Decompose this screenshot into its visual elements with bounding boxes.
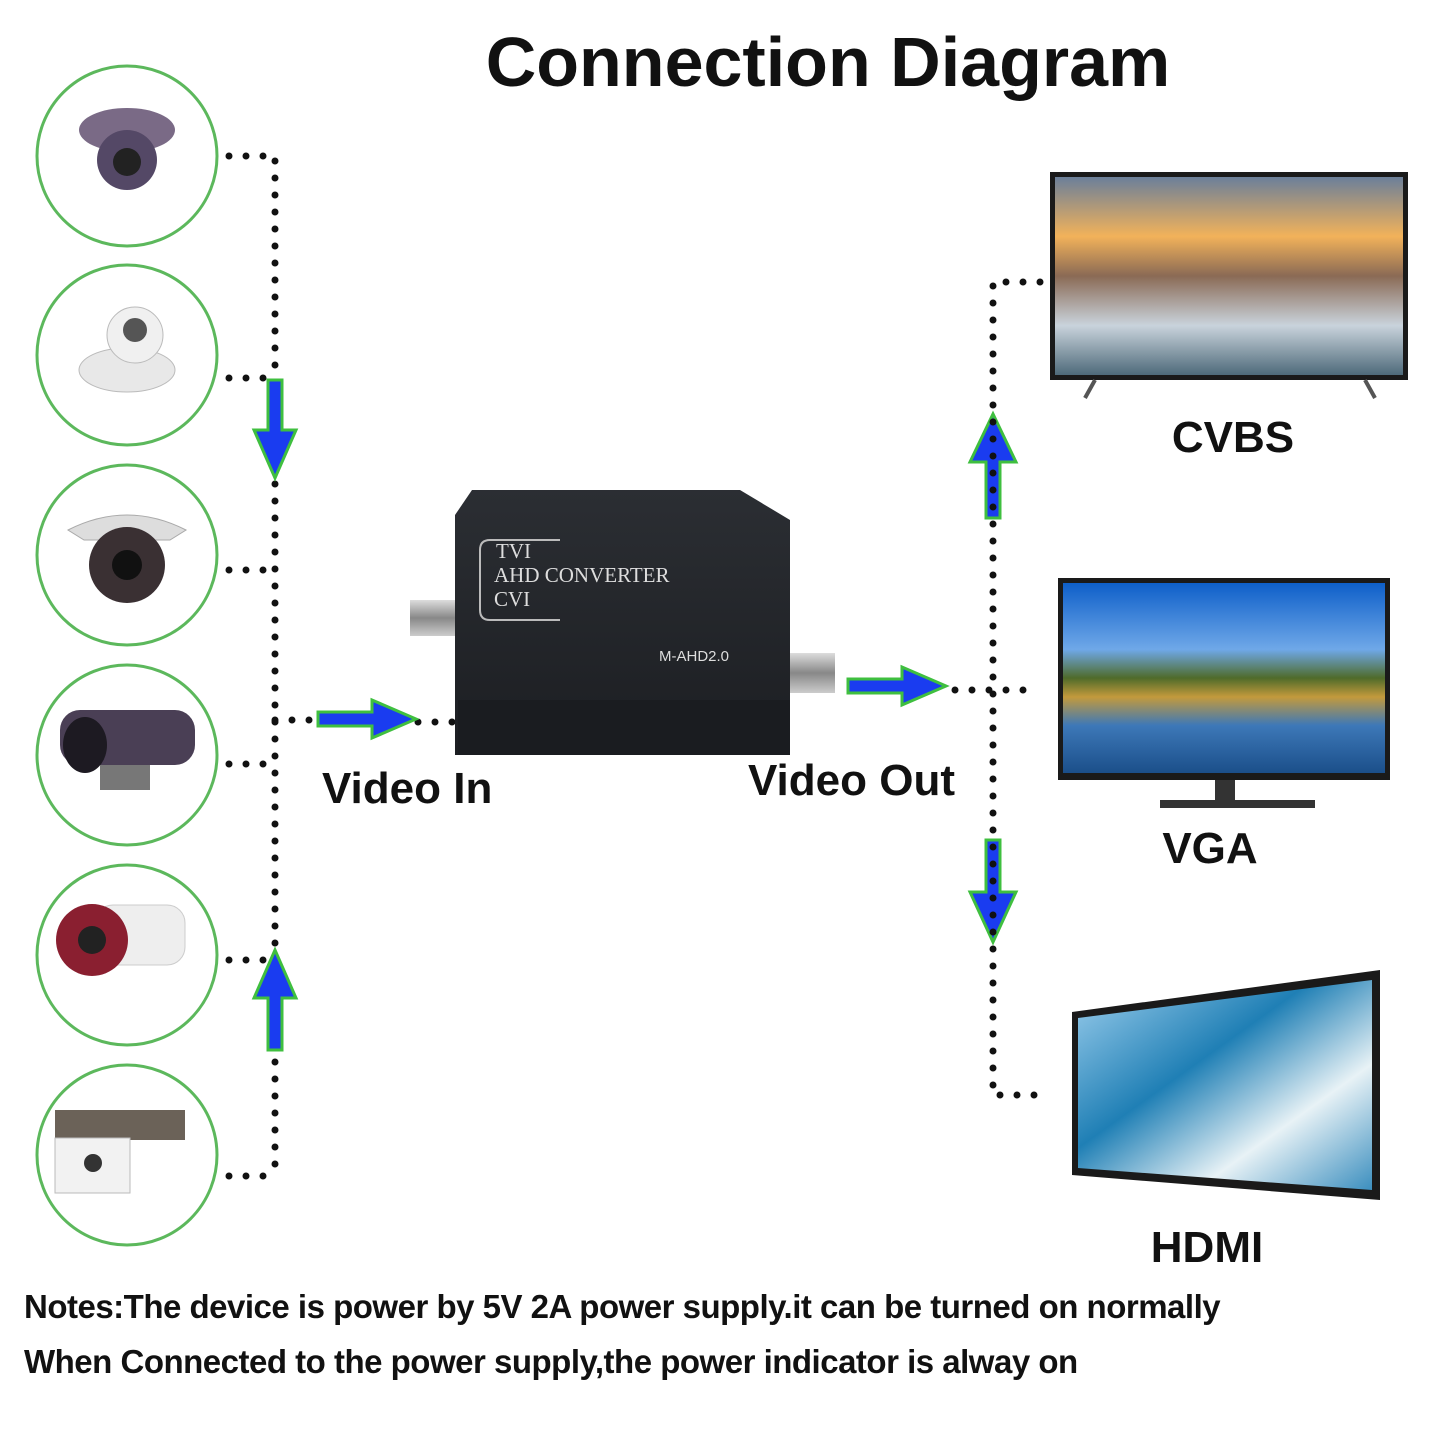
notes-line-2: When Connected to the power supply,the p…	[24, 1343, 1078, 1380]
tv-cvbs: CVBS	[1050, 172, 1408, 462]
video-out-label: Video Out	[748, 756, 955, 805]
arrow-right-icon	[316, 697, 420, 741]
input-wiring	[225, 152, 459, 1180]
arrow-down-icon	[251, 378, 299, 482]
device-label-converter: AHD CONVERTER	[494, 563, 670, 587]
arrow-down-icon	[967, 838, 1019, 946]
arrow-up-icon	[251, 946, 299, 1052]
notes-line-1: Notes:The device is power by 5V 2A power…	[24, 1288, 1221, 1325]
camera-4	[35, 663, 219, 847]
video-in-label: Video In	[322, 764, 492, 813]
output-label-hdmi: HDMI	[1151, 1223, 1263, 1272]
camera-1	[35, 64, 219, 248]
tv-vga: VGA	[1058, 578, 1390, 873]
output-label-vga: VGA	[1162, 824, 1257, 873]
camera-3	[35, 463, 219, 647]
device-label-tvi: TVI	[496, 539, 531, 563]
arrow-up-icon	[967, 410, 1019, 520]
camera-2	[35, 263, 219, 447]
bnc-input-connector	[410, 600, 460, 636]
camera-5	[35, 863, 219, 1047]
diagram-title: Connection Diagram	[486, 23, 1171, 101]
converter-device: TVI AHD CONVERTER CVI M-AHD2.0	[410, 490, 835, 755]
output-label-cvbs: CVBS	[1172, 413, 1294, 462]
arrow-right-icon	[846, 664, 950, 708]
camera-6	[35, 1063, 219, 1247]
bnc-output-connector	[785, 653, 835, 693]
device-model: M-AHD2.0	[659, 648, 729, 665]
camera-list	[35, 64, 219, 1247]
device-label-cvi: CVI	[494, 587, 530, 611]
tv-hdmi: HDMI	[1072, 970, 1380, 1272]
output-wiring	[951, 278, 1044, 1099]
